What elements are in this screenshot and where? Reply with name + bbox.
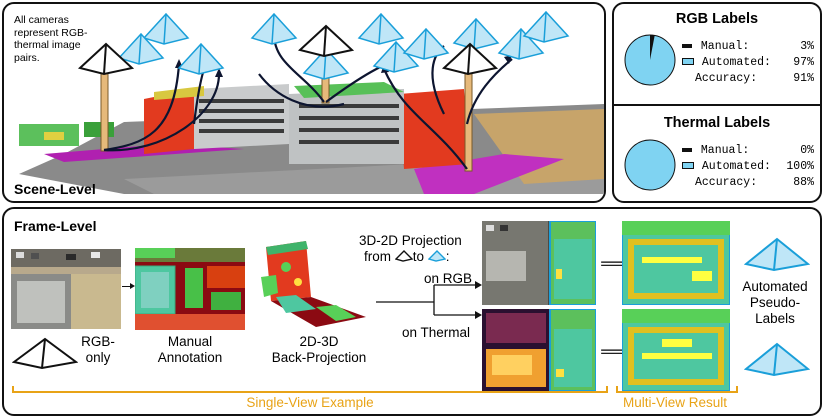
single-view-bracket: [12, 386, 608, 393]
window-rows-1: [199, 99, 284, 133]
rgb-projection-result: [482, 221, 596, 305]
blue-camera-small-icon: [427, 250, 447, 262]
grey-building-2: [289, 89, 404, 164]
scene-level-panel: All cameras represent RGB-thermal image …: [2, 2, 606, 203]
rgb-row-automated: Automated: 97%: [682, 55, 814, 71]
thermal-labels-title: Thermal Labels: [663, 115, 771, 131]
pseudo-label-camera-icon-bottom: [744, 342, 810, 377]
rgb-pie-chart: [624, 34, 676, 86]
frame-level-panel: Frame-Level RGB- only Man: [2, 207, 822, 416]
black-camera-small-icon: [394, 250, 414, 262]
scene-caption: All cameras represent RGB-thermal image …: [14, 14, 88, 64]
thermal-pie-automated: [624, 139, 676, 191]
multi-view-bracket: [616, 386, 738, 393]
black-camera-icons: [77, 24, 499, 76]
multi-view-result-rgb: [622, 221, 730, 305]
projection-subtitle: from to :: [364, 249, 450, 264]
yellow-patch: [44, 132, 64, 140]
rgb-aerial-image: [11, 249, 121, 329]
rgb-row-manual: Manual: 3%: [682, 39, 814, 55]
pseudo-label-camera-icon-top: [744, 237, 810, 272]
rgb-row-accuracy: Accuracy: 91%: [695, 72, 814, 85]
thermal-pie-chart: [624, 139, 676, 191]
thermal-row-accuracy: Accuracy: 88%: [695, 176, 814, 189]
rgb-only-camera-icon: [12, 337, 78, 370]
thermal-projection-result: [482, 309, 596, 391]
on-thermal-label: on Thermal: [402, 325, 471, 340]
rgb-pie-manual: [650, 35, 655, 60]
grey-building-1: [194, 84, 289, 149]
rgb-labels-table: Manual: 3% Automated: 97% Accuracy: 91%: [682, 39, 814, 87]
arrow-1: [122, 286, 132, 287]
labels-panel: RGB Labels Manual: 3% Automated: 97% Acc…: [612, 2, 822, 203]
multi-view-result-thermal: [622, 309, 730, 391]
branch-arrows: [376, 281, 482, 319]
back-projection-label: 2D-3D Back-Projection: [271, 334, 367, 365]
scene-illustration: [19, 10, 604, 194]
multi-view-label: Multi-View Result: [622, 395, 728, 410]
field-patch: [474, 109, 604, 184]
rgb-labels-title: RGB Labels: [675, 11, 759, 27]
manual-annotation-label: Manual Annotation: [157, 334, 223, 365]
blue-camera-icons: [117, 10, 570, 80]
on-rgb-label: on RGB: [424, 271, 473, 286]
projection-title: 3D-2D Projection: [359, 233, 462, 248]
frame-level-label: Frame-Level: [14, 218, 97, 234]
window-rows-2: [299, 104, 399, 144]
manual-annotation-image: [135, 248, 245, 330]
camera-beam-left: [100, 65, 109, 152]
arrow-1-head: [130, 283, 135, 289]
thermal-labels-table: Manual: 0% Automated: 100% Accuracy: 88%: [682, 143, 814, 191]
red-building-left: [144, 89, 194, 154]
thermal-row-manual: Manual: 0%: [682, 143, 814, 159]
projection-arrows: [103, 33, 513, 170]
green-patch-2: [84, 122, 114, 137]
back-projection-image: [261, 241, 366, 327]
roof-yellow: [154, 86, 204, 100]
scene-level-label: Scene-Level: [14, 181, 96, 197]
labels-divider: [614, 104, 820, 106]
rgb-only-label: RGB- only: [81, 334, 115, 365]
single-view-label: Single-View Example: [246, 395, 374, 410]
pseudo-labels-text: Automated Pseudo- Labels: [742, 279, 808, 326]
thermal-row-automated: Automated: 100%: [682, 159, 814, 175]
